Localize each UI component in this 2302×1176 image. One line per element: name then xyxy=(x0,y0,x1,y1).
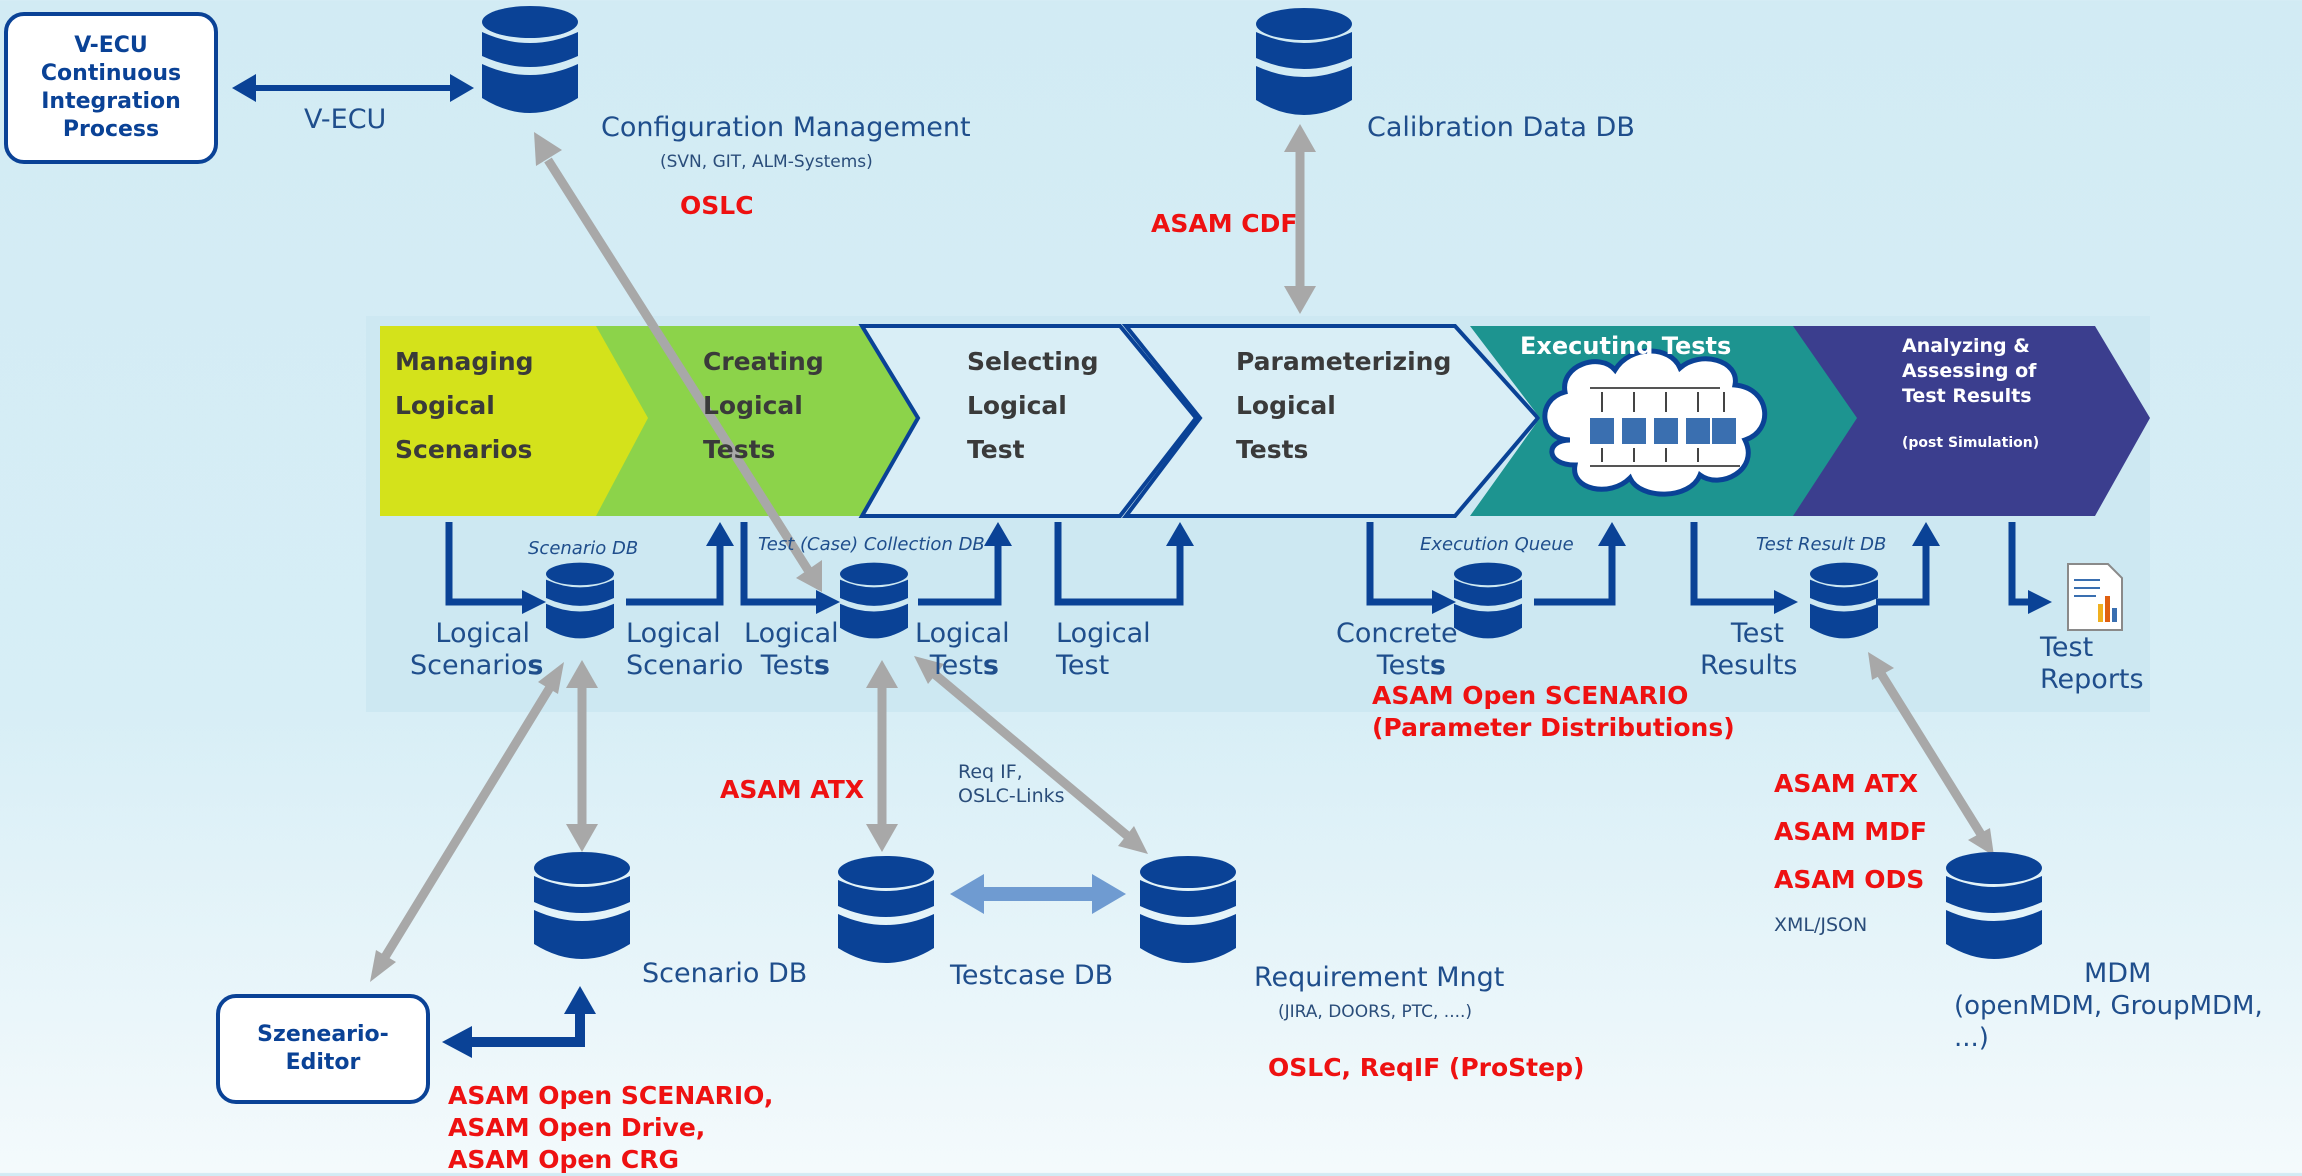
execution-queue-db-icon xyxy=(1454,562,1522,644)
flow-connector xyxy=(626,540,724,606)
requirement-mngt-sub: (JIRA, DOORS, PTC, ....) xyxy=(1278,1002,1473,1022)
editor-arrow xyxy=(442,986,596,1058)
phase-analyzing-label: Analyzing & Assessing of Test Results (p… xyxy=(1902,335,2040,451)
config-mgmt-sub: (SVN, GIT, ALM-Systems) xyxy=(660,152,873,172)
phase-managing-chevron xyxy=(380,326,660,516)
asam-atx-left: ASAM ATX xyxy=(720,775,865,804)
scenario-editor-label: Szeneario-Editor xyxy=(257,1022,389,1075)
asam-mdf-label: ASAM MDF xyxy=(1774,817,1927,846)
flow-connector xyxy=(740,522,822,606)
phase-selecting-chevron xyxy=(858,324,1199,518)
test-collection-db-label: Test (Case) Collection DB xyxy=(758,534,985,555)
flow-label-logical-scenarios: Logical Scenarios xyxy=(410,618,544,681)
test-result-db-label: Test Result DB xyxy=(1756,534,1887,555)
flow-connector xyxy=(1366,522,1438,606)
flow-label-logical-scenario: Logical Scenario xyxy=(626,618,744,681)
test-result-db-icon xyxy=(1810,562,1878,644)
vecu-process-label: V-ECU Continuous Integration Process xyxy=(40,33,182,142)
calibration-db-icon xyxy=(1256,8,1352,122)
phase-selecting-label: Selecting Logical Test xyxy=(967,347,1099,464)
flow-connector xyxy=(1534,540,1616,606)
test-collection-db-icon xyxy=(840,562,908,644)
asam-openscenario-params: ASAM Open SCENARIO (Parameter Distributi… xyxy=(1372,681,1735,742)
oslc-top-label: OSLC xyxy=(680,191,754,220)
config-mgmt-db-icon xyxy=(482,6,578,120)
scenario-db-bottom-label: Scenario DB xyxy=(642,958,808,989)
testcase-requirement-arrow xyxy=(950,874,1126,914)
phase-parameterizing-chevron xyxy=(1121,324,1541,518)
oslc-reqif-label: OSLC, ReqIF (ProStep) xyxy=(1268,1053,1585,1082)
editor-standards-label: ASAM Open SCENARIO, ASAM Open Drive, ASA… xyxy=(448,1081,774,1174)
flow-label-test-reports: Test Reports xyxy=(2040,632,2144,695)
report-document-icon xyxy=(2067,563,2123,631)
vecu-label: V-ECU xyxy=(304,104,387,135)
vecu-process-box: V-ECU Continuous Integration Process xyxy=(4,12,218,164)
asam-ods-label: ASAM ODS xyxy=(1774,865,1925,894)
config-mgmt-label: Configuration Management xyxy=(601,112,971,143)
xml-json-label: XML/JSON xyxy=(1774,914,1868,936)
flow-label-logical-tests-a: Logical Tests xyxy=(744,618,839,681)
reqif-links-label: Req IF, OSLC-Links xyxy=(958,761,1065,807)
execution-queue-label: Execution Queue xyxy=(1420,534,1574,555)
requirement-db-icon xyxy=(1140,856,1236,970)
asam-atx-right: ASAM ATX xyxy=(1774,769,1919,798)
mdm-sub-label: (openMDM, GroupMDM, ...) xyxy=(1954,991,2263,1053)
phase-analyzing-chevron xyxy=(1793,326,2150,516)
testcase-db-label: Testcase DB xyxy=(950,960,1114,991)
flow-label-logical-tests-b: Logical Tests xyxy=(915,618,1010,681)
requirement-mngt-label: Requirement Mngt xyxy=(1254,962,1505,993)
vecu-double-arrow xyxy=(232,74,474,102)
testcase-db-icon xyxy=(838,856,934,970)
flow-label-logical-test: Logical Test xyxy=(1056,618,1151,681)
execution-cloud-icon xyxy=(1542,348,1768,497)
flow-connector xyxy=(2008,522,2034,606)
phase-executing-label: Executing Tests xyxy=(1520,332,1732,360)
mdm-db-icon xyxy=(1946,852,2042,966)
phase-managing-label: Managing Logical Scenarios xyxy=(395,347,534,464)
mdm-label: MDM xyxy=(2084,958,2152,989)
flow-connector xyxy=(918,540,1002,606)
scenario-db-band-label: Scenario DB xyxy=(528,538,639,559)
scenario-db-band-icon xyxy=(546,562,614,644)
flow-connector xyxy=(1054,522,1184,606)
flow-connector xyxy=(445,522,528,606)
asam-cdf-label: ASAM CDF xyxy=(1151,209,1298,238)
scenario-editor-box: Szeneario-Editor xyxy=(216,994,430,1104)
phase-parameterizing-label: Parameterizing Logical Tests xyxy=(1236,347,1452,464)
scenario-db-bottom-icon xyxy=(534,852,630,966)
flow-connector xyxy=(1690,522,1780,606)
flow-connector xyxy=(1876,540,1930,606)
calibration-db-label: Calibration Data DB xyxy=(1367,112,1635,143)
flow-label-concrete-tests: Concrete Tests xyxy=(1336,618,1458,681)
flow-label-test-results: Test Results xyxy=(1700,618,1798,681)
phase-creating-label: Creating Logical Tests xyxy=(703,347,824,464)
gray-connectors xyxy=(370,124,1994,982)
